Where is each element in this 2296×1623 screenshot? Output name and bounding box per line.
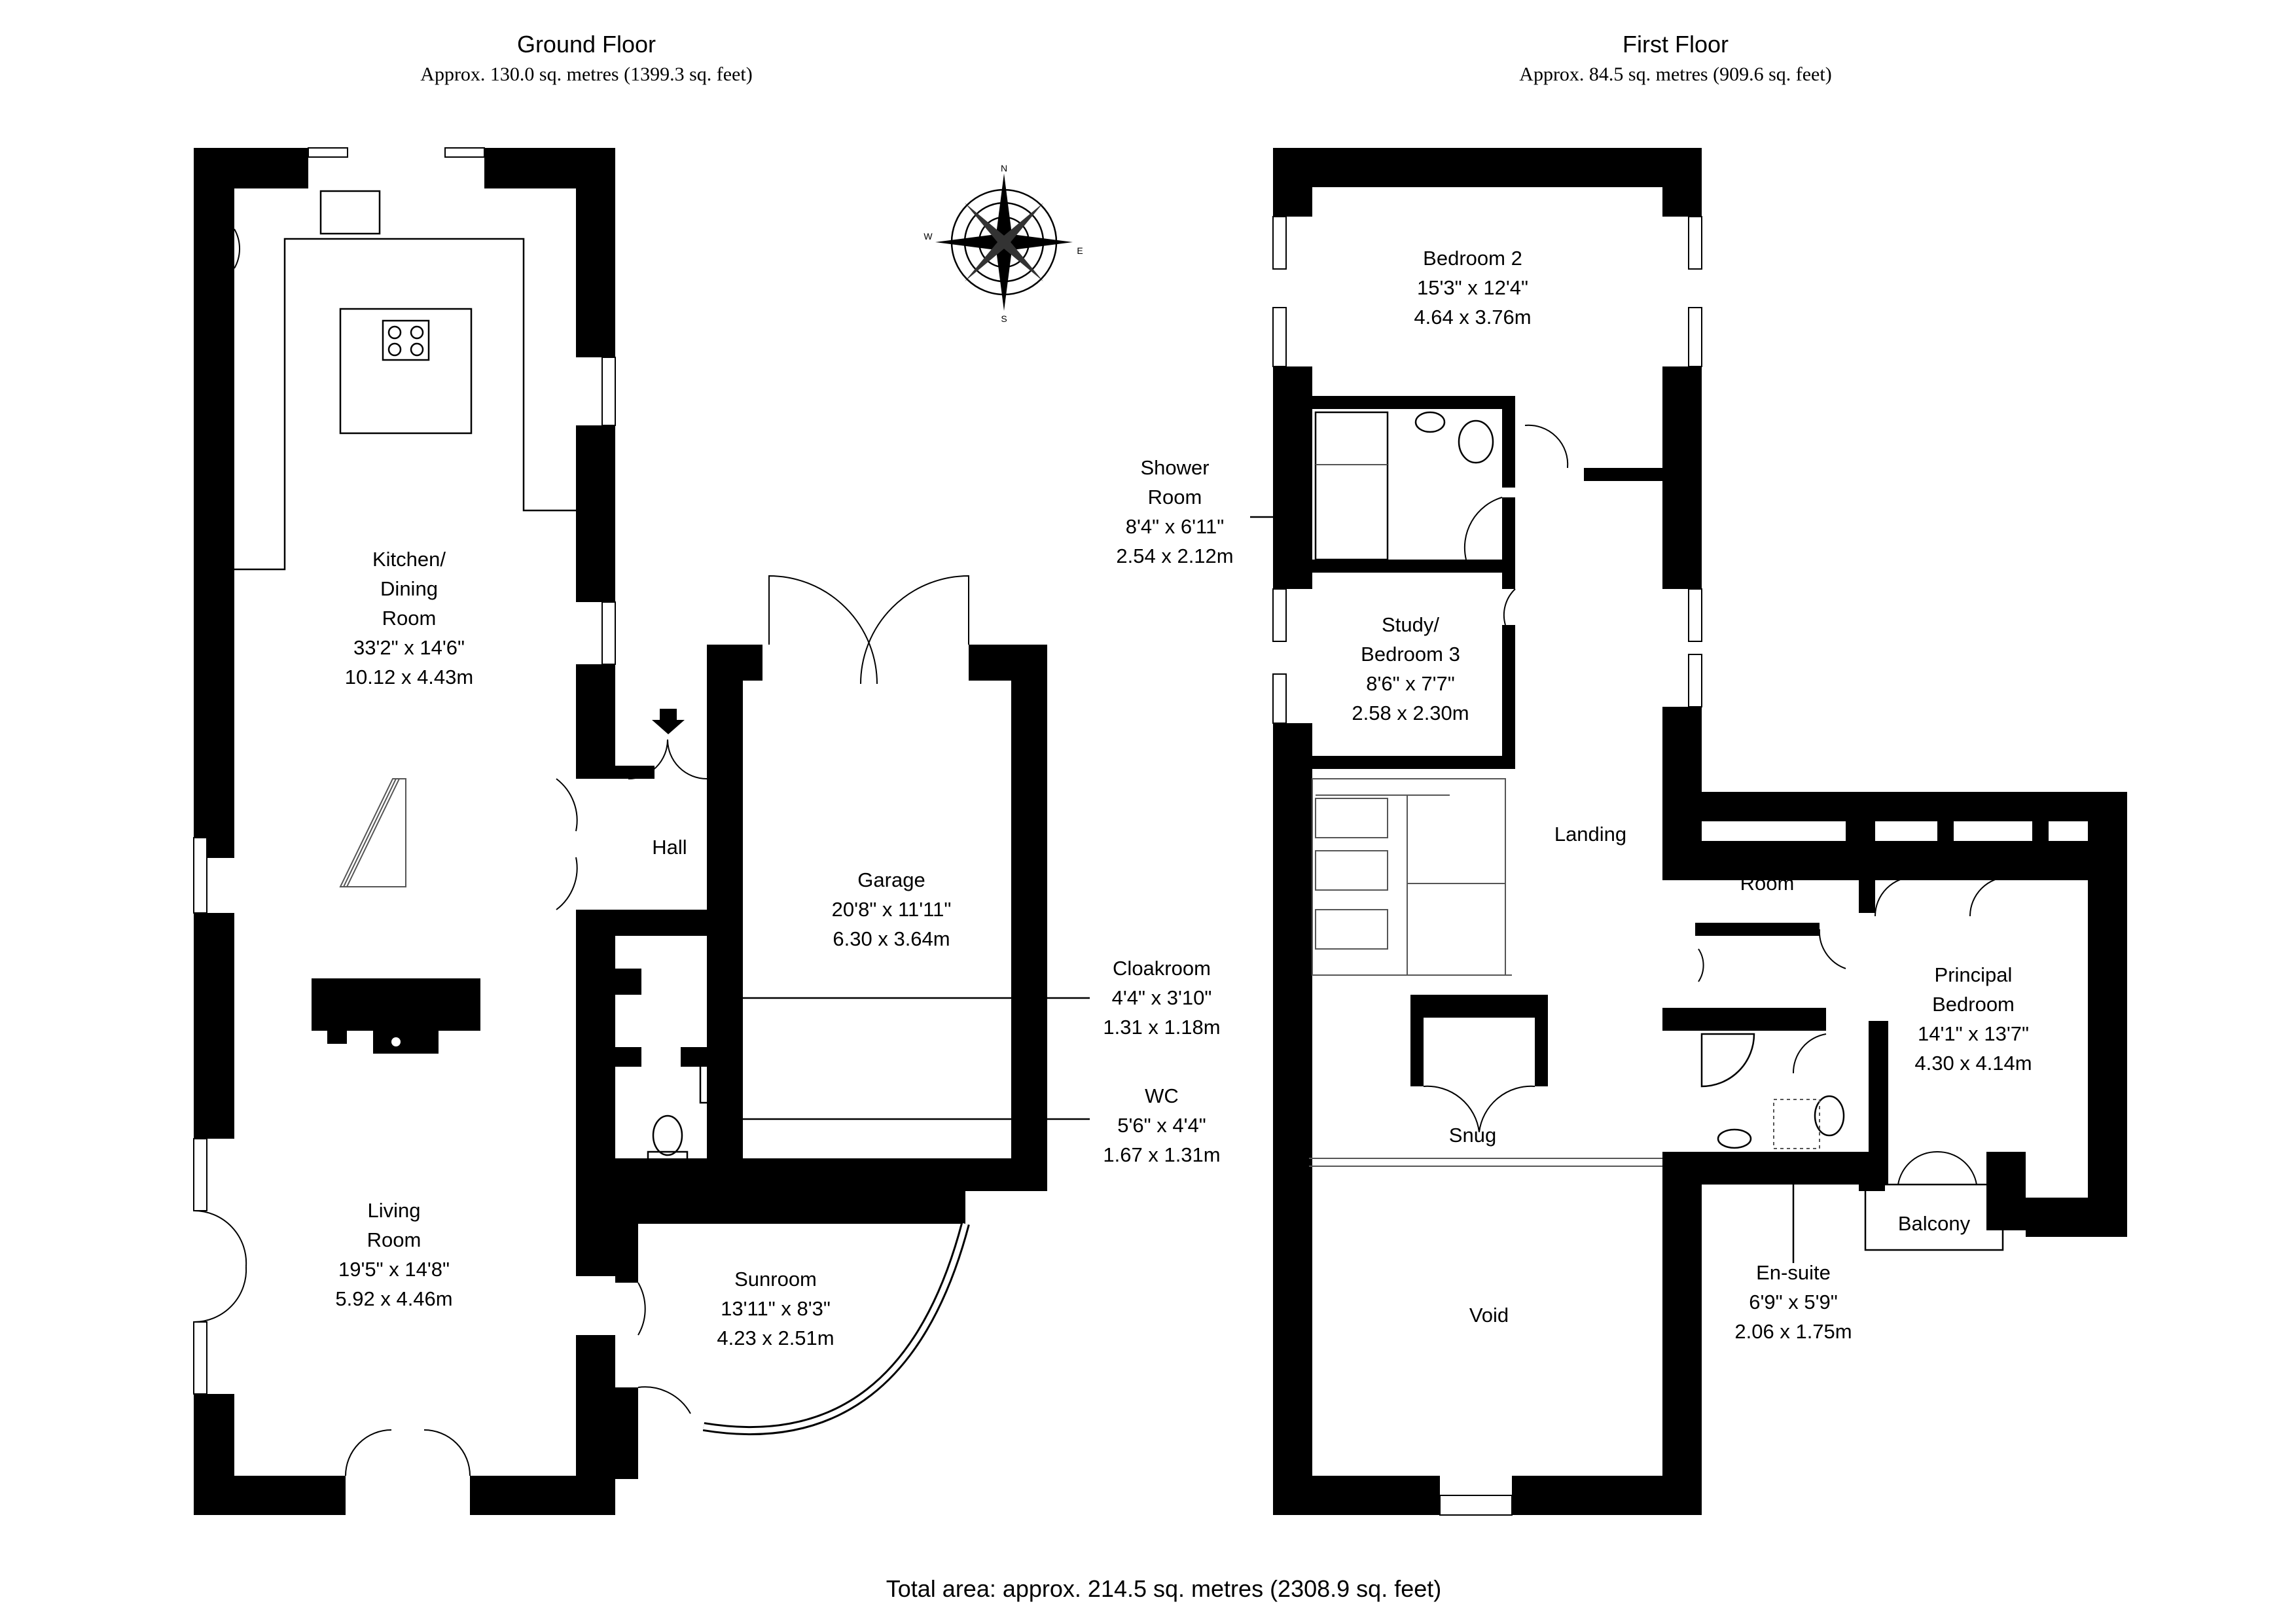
- room-imperial: 13'11" x 8'3": [721, 1297, 831, 1320]
- compass-rose-icon: N S E W: [924, 163, 1083, 324]
- room-name-line: Bedroom 3: [1361, 643, 1460, 666]
- room-imperial: 14'1" x 13'7": [1918, 1022, 2029, 1045]
- sink-icon: [319, 190, 381, 235]
- room-hall: Hall: [652, 836, 687, 859]
- room-name-line: Cloakroom: [1113, 957, 1211, 980]
- compass-west: W: [924, 231, 933, 241]
- room-dressing: Dressing Room: [1727, 842, 1807, 895]
- first-floor-area: Approx. 84.5 sq. metres (909.6 sq. feet): [1519, 63, 1831, 85]
- ground-floor-area: Approx. 130.0 sq. metres (1399.3 sq. fee…: [420, 63, 752, 85]
- room-metric: 4.30 x 4.14m: [1914, 1052, 2032, 1075]
- room-name-line: Room: [1148, 486, 1202, 508]
- room-bedroom-2: Bedroom 2 15'3" x 12'4" 4.64 x 3.76m: [1414, 247, 1531, 329]
- room-metric: 4.64 x 3.76m: [1414, 306, 1531, 329]
- total-area: Total area: approx. 214.5 sq. metres (23…: [886, 1575, 1441, 1602]
- room-imperial: 15'3" x 12'4": [1417, 276, 1528, 299]
- room-name-line: Dining: [380, 577, 438, 600]
- room-name-line: Room: [1740, 872, 1795, 895]
- room-metric: 5.92 x 4.46m: [335, 1287, 452, 1310]
- room-imperial: 20'8" x 11'11": [832, 898, 952, 921]
- room-name-line: Sunroom: [734, 1268, 817, 1291]
- room-sunroom: Sunroom 13'11" x 8'3" 4.23 x 2.51m: [717, 1268, 834, 1349]
- room-landing: Landing: [1554, 823, 1626, 846]
- ground-floor-walls: [194, 148, 1047, 1515]
- room-ensuite: En-suite 6'9" x 5'9" 2.06 x 1.75m: [1734, 1261, 1852, 1343]
- ground-floor-fixtures: [193, 147, 1090, 1476]
- room-metric: 10.12 x 4.43m: [345, 666, 473, 688]
- room-imperial: 6'9" x 5'9": [1749, 1291, 1838, 1313]
- room-name-line: Bedroom 2: [1423, 247, 1522, 270]
- room-imperial: 8'4" x 6'11": [1126, 515, 1224, 538]
- room-imperial: 8'6" x 7'7": [1366, 672, 1455, 695]
- room-kitchen-dining: Kitchen/ Dining Room 33'2" x 14'6" 10.12…: [345, 548, 473, 688]
- room-snug: Snug: [1449, 1124, 1496, 1147]
- room-name-line: Living: [368, 1199, 421, 1222]
- room-name-line: Principal: [1935, 963, 2013, 986]
- room-study: Study/ Bedroom 3 8'6" x 7'7" 2.58 x 2.30…: [1352, 613, 1469, 724]
- room-name-line: En-suite: [1756, 1261, 1831, 1284]
- room-garage: Garage 20'8" x 11'11" 6.30 x 3.64m: [832, 868, 952, 950]
- room-name-line: Kitchen/: [372, 548, 446, 571]
- room-imperial: 33'2" x 14'6": [353, 636, 465, 659]
- room-metric: 1.67 x 1.31m: [1103, 1143, 1220, 1166]
- room-name-line: Study/: [1382, 613, 1439, 636]
- first-floor-fixtures: [1250, 216, 2049, 1516]
- room-imperial: 19'5" x 14'8": [338, 1258, 450, 1281]
- room-metric: 6.30 x 3.64m: [833, 927, 950, 950]
- room-wc: WC 5'6" x 4'4" 1.67 x 1.31m: [1103, 1084, 1220, 1166]
- room-imperial: 4'4" x 3'10": [1112, 986, 1212, 1009]
- first-floor-title: First Floor: [1623, 31, 1729, 58]
- room-name-line: Bedroom: [1932, 993, 2015, 1016]
- room-void: Void: [1469, 1304, 1509, 1327]
- room-metric: 2.54 x 2.12m: [1116, 544, 1233, 567]
- room-principal-bedroom: Principal Bedroom 14'1" x 13'7" 4.30 x 4…: [1914, 963, 2032, 1075]
- room-metric: 2.06 x 1.75m: [1734, 1320, 1852, 1343]
- room-cloakroom: Cloakroom 4'4" x 3'10" 1.31 x 1.18m: [1103, 957, 1220, 1039]
- room-name-line: Room: [367, 1228, 422, 1251]
- room-metric: 4.23 x 2.51m: [717, 1327, 834, 1349]
- first-floor-walls: [1273, 148, 2127, 1515]
- ground-floor-title: Ground Floor: [517, 31, 656, 58]
- room-living: Living Room 19'5" x 14'8" 5.92 x 4.46m: [335, 1199, 452, 1310]
- room-shower: Shower Room 8'4" x 6'11" 2.54 x 2.12m: [1116, 456, 1233, 567]
- room-name-line: Garage: [857, 868, 925, 891]
- room-metric: 1.31 x 1.18m: [1103, 1016, 1220, 1039]
- room-name-line: Room: [382, 607, 437, 630]
- hob-icon: [382, 319, 430, 361]
- room-balcony: Balcony: [1898, 1212, 1971, 1235]
- compass-north: N: [1001, 163, 1007, 173]
- room-name-line: Shower: [1140, 456, 1209, 479]
- room-name-line: WC: [1145, 1084, 1179, 1107]
- compass-east: E: [1077, 245, 1083, 256]
- compass-south: S: [1001, 313, 1007, 324]
- room-metric: 2.58 x 2.30m: [1352, 702, 1469, 724]
- room-labels: Kitchen/ Dining Room 33'2" x 14'6" 10.12…: [335, 247, 2032, 1349]
- room-name-line: Dressing: [1727, 842, 1807, 865]
- room-imperial: 5'6" x 4'4": [1117, 1114, 1206, 1137]
